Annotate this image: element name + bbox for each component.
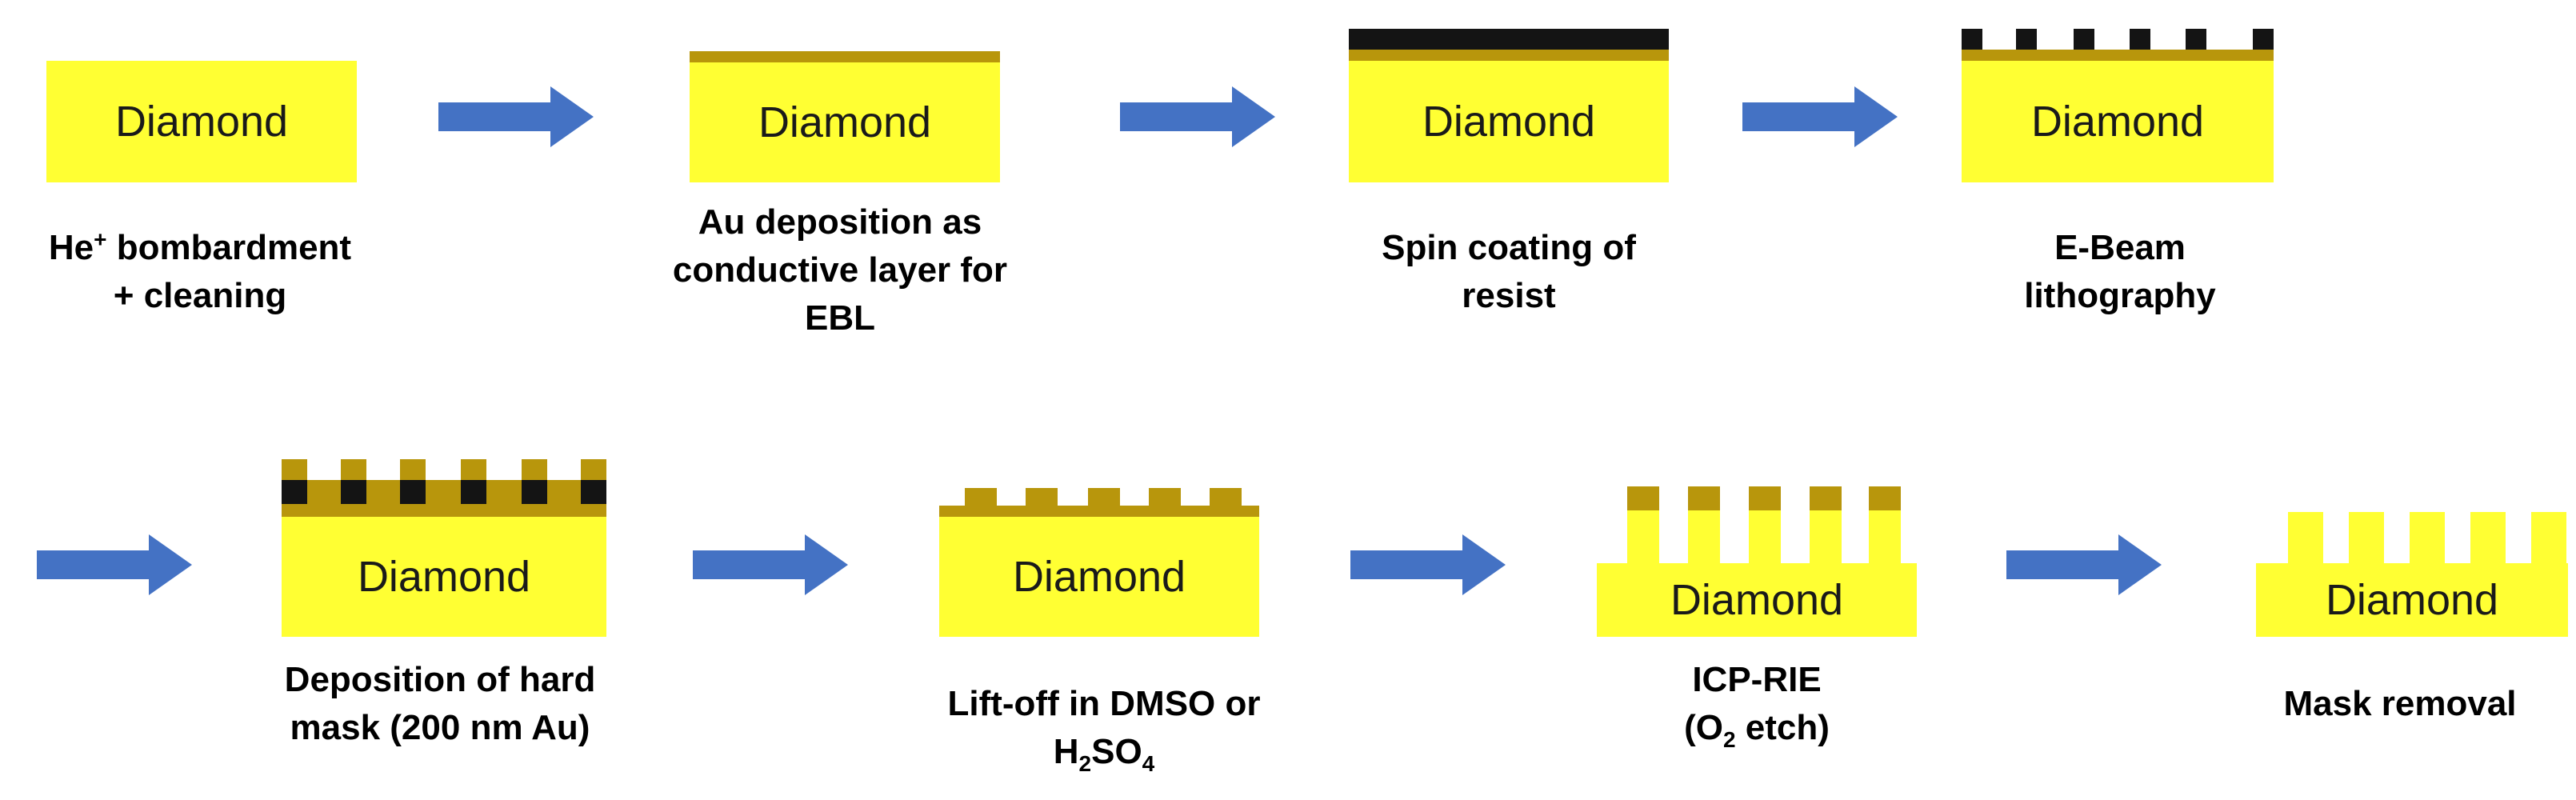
step-caption: He+ bombardment + cleaning [48,226,352,315]
diamond-label: Diamond [114,98,289,146]
resist-pillar [2130,29,2150,50]
diamond-pillar [2288,512,2323,563]
gold-mask [1149,488,1181,506]
process-arrow [1350,534,1506,595]
resist-pillar [400,480,426,504]
resist-pillar [461,480,486,504]
gold-fill [486,480,522,504]
resist-pillar [2016,29,2037,50]
process-arrow [37,534,192,595]
diamond-pillar [1688,510,1720,563]
resist-pillar [282,480,307,504]
resist-pillar [581,480,606,504]
gold-cap [1627,486,1659,510]
process-arrow [2006,534,2162,595]
step-caption: Spin coating of resist [1382,228,1636,315]
gold-cap [522,459,547,480]
diamond-pillar [1810,510,1842,563]
diamond-label: Diamond [357,553,531,601]
diamond-substrate [282,517,606,637]
process-arrow [693,534,848,595]
diamond-pillar [1749,510,1781,563]
diamond-substrate [690,62,1000,182]
diamond-substrate [1962,61,2274,182]
gold-cap [1749,486,1781,510]
gold-fill [426,480,461,504]
gold-mask [965,488,997,506]
resist-layer [1349,29,1669,50]
gold-cap [282,459,307,480]
diamond-substrate [2256,563,2568,637]
resist-pillar [1962,29,1982,50]
process-arrow [438,86,594,147]
step-caption: E-Beam lithography [2024,228,2216,315]
diamond-label: Diamond [1670,576,1844,624]
gold-cap [1810,486,1842,510]
step-caption: Deposition of hard mask (200 nm Au) [284,660,596,747]
gold-cap [1688,486,1720,510]
resist-pillar [2074,29,2094,50]
step-caption: Au deposition as conductive layer for EB… [672,202,1008,338]
diamond-substrate [46,61,357,182]
gold-cap [581,459,606,480]
step-caption: Lift-off in DMSO or H2SO4 [947,684,1261,776]
diamond-pillar [2410,512,2445,563]
process-arrow [1120,86,1275,147]
gold-mask [1088,488,1120,506]
diamond-pillar [1627,510,1659,563]
gold-fill [366,480,400,504]
resist-pillar [522,480,547,504]
gold-layer [282,504,606,517]
gold-cap [400,459,426,480]
gold-mask [1026,488,1058,506]
diamond-label: Diamond [758,98,932,146]
process-arrow [1742,86,1898,147]
diamond-label: Diamond [1422,98,1596,146]
gold-layer [1962,50,2274,61]
gold-layer [939,506,1259,517]
gold-fill [547,480,581,504]
resist-pillar [341,480,366,504]
step-caption: ICP-RIE (O2 etch) [1684,660,1830,752]
step-caption: Mask removal [2283,684,2517,723]
diamond-substrate [939,517,1259,637]
resist-pillar [2253,29,2274,50]
gold-mask [1210,488,1242,506]
diamond-label: Diamond [1012,553,1186,601]
diamond-label: Diamond [2325,576,2499,624]
diamond-pillar [2470,512,2506,563]
resist-pillar [2186,29,2206,50]
gold-layer [1349,50,1669,61]
gold-cap [1869,486,1901,510]
gold-layer [690,51,1000,62]
diamond-pillar [1869,510,1901,563]
diamond-label: Diamond [2030,98,2205,146]
diamond-substrate [1597,563,1917,637]
gold-fill [307,480,341,504]
diamond-substrate [1349,61,1669,182]
gold-cap [461,459,486,480]
diamond-pillar [2349,512,2384,563]
diamond-pillar [2531,512,2566,563]
gold-cap [341,459,366,480]
